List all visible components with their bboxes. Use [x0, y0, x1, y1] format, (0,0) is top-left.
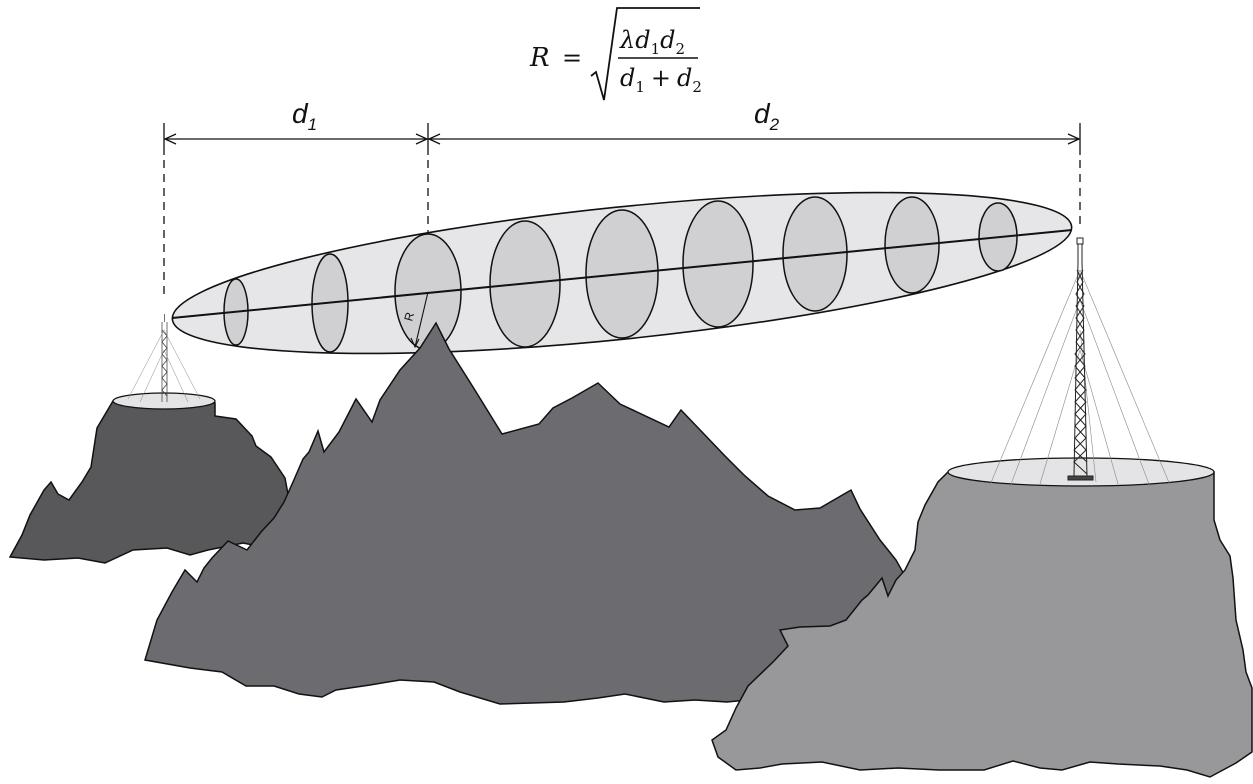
d1-label-sub: 1: [308, 115, 317, 134]
left-tower: [127, 314, 201, 403]
formula-den-d2: d: [677, 64, 692, 92]
d2-label: d2: [754, 98, 780, 134]
center-mountain: [144, 321, 911, 705]
formula-lhs: R: [529, 43, 550, 73]
cross-section-7: [782, 196, 848, 312]
dimension-lines: [163, 123, 1081, 300]
radius-arrowhead: [410, 337, 420, 349]
formula-num-sub1: 1: [651, 40, 661, 58]
d2-label-base: d: [754, 98, 771, 129]
radius-indicator: [414, 291, 429, 348]
d1-label-base: d: [292, 98, 309, 129]
line-of-sight: [171, 229, 1073, 319]
formula-numerator: λd1d2: [619, 26, 685, 58]
svg-text:d1: d1: [292, 98, 317, 134]
formula-num-d2: d: [660, 26, 675, 54]
formula-den-sub2: 2: [692, 78, 702, 96]
formula-lambda: λ: [619, 26, 635, 54]
fresnel-radius-formula: R = λd1d2 d1+d2: [529, 7, 702, 101]
lattice-tower-icon: [989, 237, 1171, 488]
svg-text:d2: d2: [754, 98, 780, 134]
right-plateau: [711, 471, 1253, 778]
formula-den-sub1: 1: [635, 78, 645, 96]
formula-equals: =: [562, 44, 582, 72]
formula-denominator: d1+d2: [620, 64, 702, 96]
right-plateau-top: [947, 457, 1215, 487]
d1-label: d1: [292, 98, 317, 134]
formula-num-sub2: 2: [676, 40, 686, 58]
d2-label-sub: 2: [769, 115, 780, 134]
left-hill: [8, 400, 291, 564]
left-hill-top: [112, 392, 216, 410]
radius-label: R: [401, 310, 417, 322]
formula-den-d1: d: [620, 64, 635, 92]
formula-num-d1: d: [635, 26, 650, 54]
formula-den-plus: +: [651, 64, 671, 92]
formula-radical-sign: [590, 7, 700, 101]
right-tower: [989, 237, 1171, 488]
lattice-tower-icon: [127, 314, 201, 403]
